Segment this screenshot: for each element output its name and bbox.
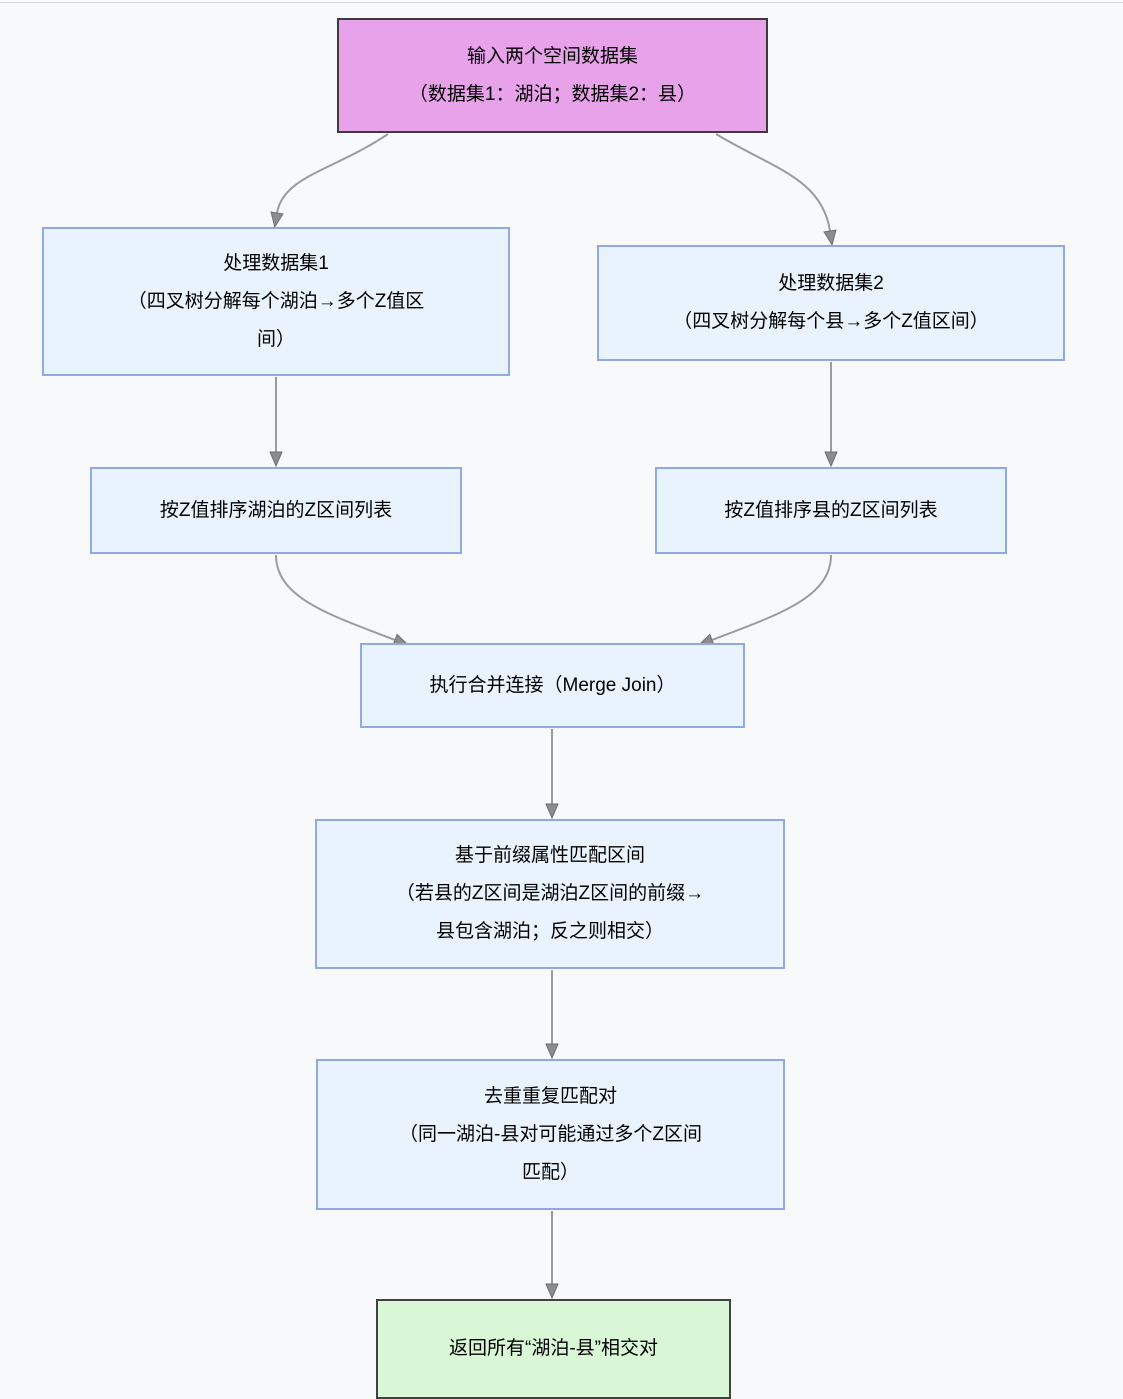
node-line: 处理数据集2 (778, 273, 884, 294)
node-deduplicate-pairs: 去重重复匹配对 （同一湖泊-县对可能通过多个Z区间 匹配） (316, 1059, 785, 1210)
node-prefix-match: 基于前缀属性匹配区间 （若县的Z区间是湖泊Z区间的前缀→ 县包含湖泊；反之则相交… (315, 819, 785, 969)
node-line: （同一湖泊-县对可能通过多个Z区间 (399, 1123, 702, 1145)
node-sort-lake-intervals: 按Z值排序湖泊的Z区间列表 (90, 467, 462, 554)
node-output-pairs: 返回所有“湖泊-县”相交对 (376, 1299, 731, 1399)
node-line: 输入两个空间数据集 (466, 45, 638, 67)
edge-input-to-process2 (715, 133, 830, 231)
node-process-dataset1: 处理数据集1 （四叉树分解每个湖泊→多个Z值区 间） (42, 227, 510, 376)
node-line: 基于前缀属性匹配区间 (454, 845, 645, 866)
node-line: （数据集1：湖泊；数据集2：县） (408, 83, 697, 105)
node-sort-county-intervals: 按Z值排序县的Z区间列表 (655, 467, 1007, 554)
node-line: 按Z值排序湖泊的Z区间列表 (159, 499, 393, 521)
node-line: 县包含湖泊；反之则相交） (435, 921, 664, 942)
node-line: （若县的Z区间是湖泊Z区间的前缀→ (395, 883, 705, 904)
node-process-dataset2: 处理数据集2 （四叉树分解每个县→多个Z值区间） (597, 245, 1065, 361)
node-line: 处理数据集1 (223, 252, 329, 274)
edge-sort1-to-merge (275, 554, 395, 640)
node-line: 匹配） (521, 1161, 579, 1183)
page-top-border (0, 2, 1123, 3)
node-line: 按Z值排序县的Z区间列表 (724, 499, 938, 521)
node-merge-join: 执行合并连接（Merge Join） (360, 643, 745, 728)
node-line: 去重重复匹配对 (483, 1085, 617, 1107)
node-line: 间） (256, 328, 295, 350)
node-line: （四叉树分解每个县→多个Z值区间） (673, 311, 989, 332)
node-input-datasets: 输入两个空间数据集 （数据集1：湖泊；数据集2：县） (337, 18, 768, 133)
node-line: （四叉树分解每个湖泊→多个Z值区 (127, 290, 425, 312)
node-line: 返回所有“湖泊-县”相交对 (449, 1338, 658, 1359)
edge-input-to-process1 (277, 133, 389, 213)
edge-sort2-to-merge (712, 554, 832, 640)
node-line: 执行合并连接（Merge Join） (429, 674, 676, 696)
